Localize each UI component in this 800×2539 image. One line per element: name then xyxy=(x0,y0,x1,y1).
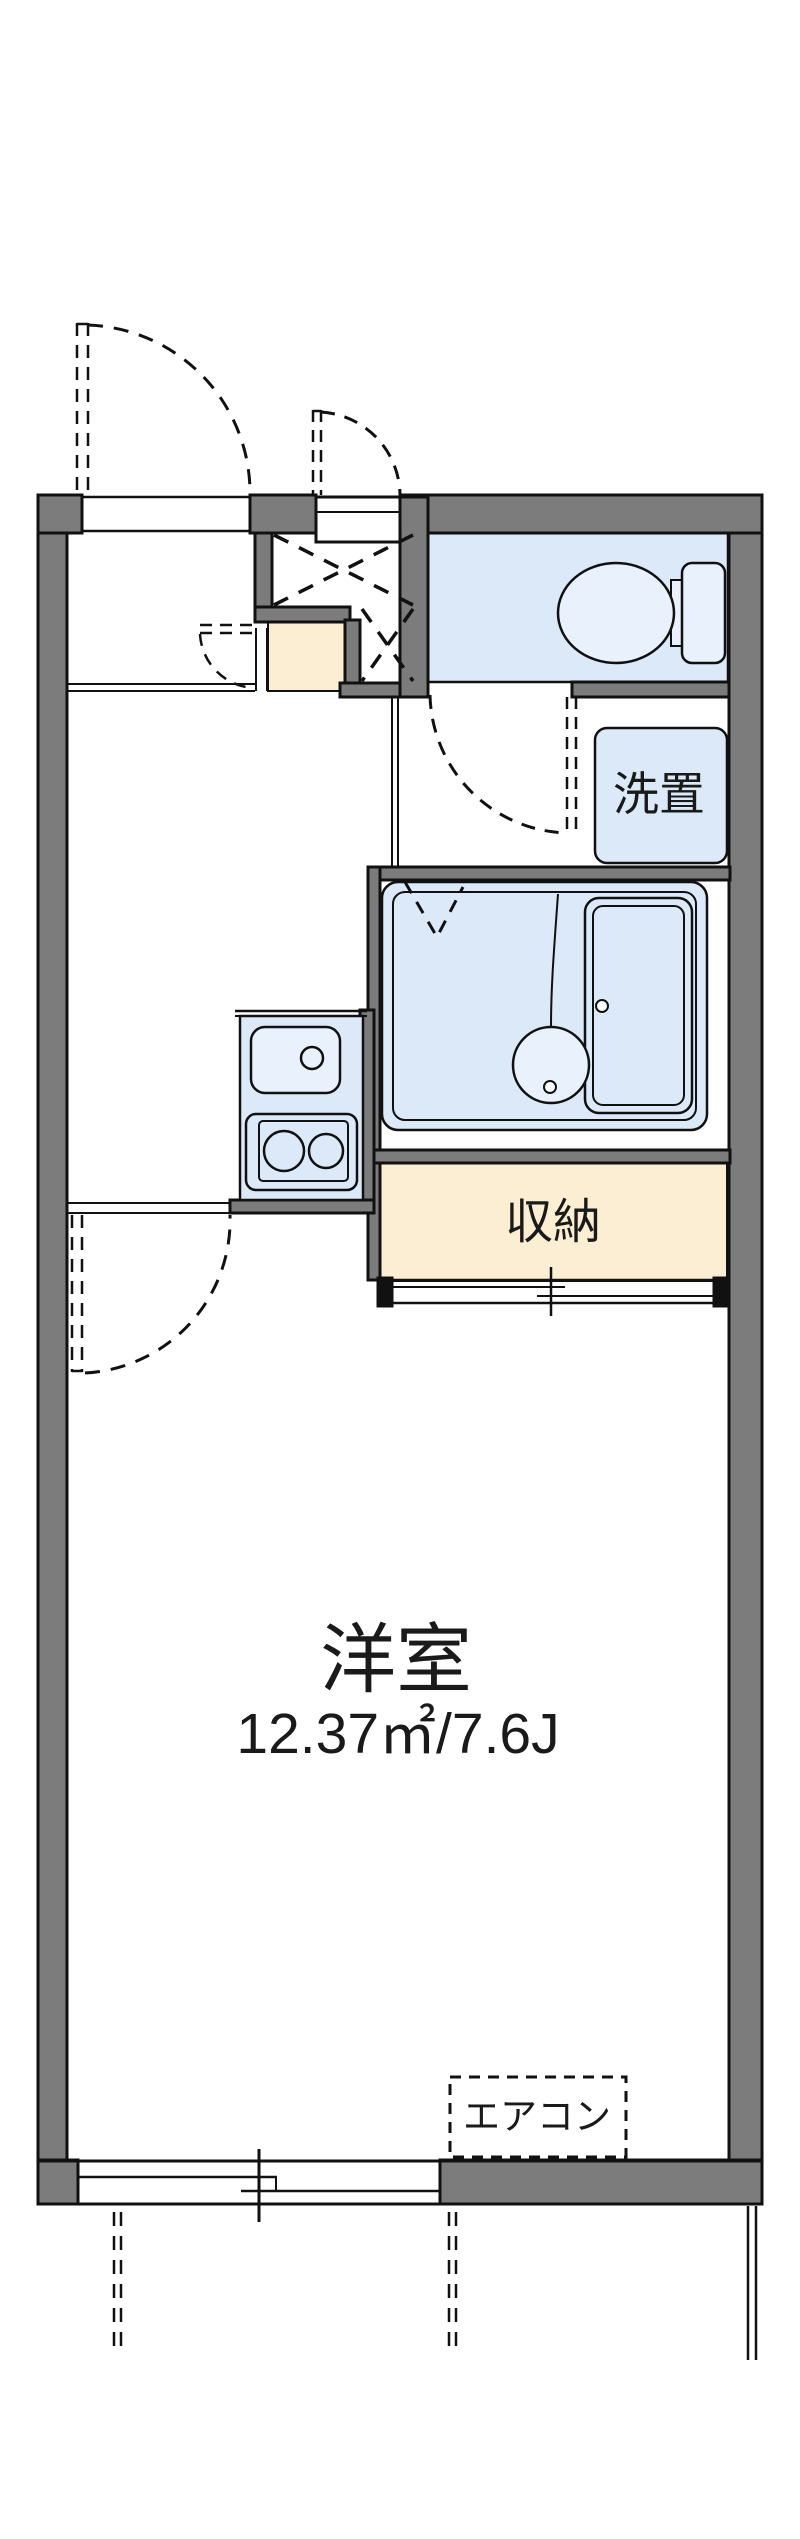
unit-bath xyxy=(380,880,709,1132)
wall-bath-top xyxy=(366,865,732,882)
wall-top-a xyxy=(36,493,84,535)
toilet-bowl xyxy=(556,561,676,665)
void-x-lower-2 xyxy=(360,607,415,683)
genkan-door xyxy=(198,623,257,690)
bathtub xyxy=(583,896,694,1115)
closet-door-cap-right xyxy=(712,1276,730,1308)
openings xyxy=(82,495,402,544)
bathtub-drain-icon xyxy=(595,999,609,1013)
wall-toilet-bottom xyxy=(570,680,731,699)
laundry-pan xyxy=(593,726,729,865)
wall-void-left xyxy=(253,531,274,611)
entry-door-arc xyxy=(87,323,252,492)
wall-void-lowerleft xyxy=(343,618,362,687)
wall-void-right xyxy=(398,495,430,699)
wall-left xyxy=(36,493,69,2206)
thin-boundaries xyxy=(67,628,399,1214)
aircon-label: エアコン xyxy=(463,2096,611,2137)
bath-unit-inner-outline xyxy=(392,891,697,1121)
void-x-upper-1 xyxy=(273,533,414,607)
wall-void-notch xyxy=(253,605,352,624)
kitchen-stove-top xyxy=(258,1120,349,1182)
void-door-sill xyxy=(314,495,402,544)
bath-basin xyxy=(511,1025,591,1105)
bathtub-inner xyxy=(592,905,685,1106)
kitchen-sink xyxy=(249,1025,342,1095)
void-x-marks xyxy=(273,533,415,683)
wall-bottom-b xyxy=(438,2158,764,2206)
stove-burner-left-icon xyxy=(262,1129,306,1173)
main-room-label: 洋室 xyxy=(320,1618,472,1703)
closet-label: 収納 xyxy=(505,1196,601,1249)
bath-partition-curve xyxy=(550,893,559,1029)
toilet-door-arc xyxy=(428,694,568,835)
wall-bath-bottom xyxy=(358,1148,732,1165)
toilet-fixture xyxy=(556,561,727,665)
toilet-door xyxy=(428,694,578,835)
entry-door xyxy=(75,322,252,493)
kitchen-unit xyxy=(235,1009,367,1202)
kitchen-faucet-icon xyxy=(299,1045,325,1071)
bath-door-fold-icon xyxy=(403,881,465,941)
main-room-area-label: 12.37㎡/7.6J xyxy=(236,1702,559,1766)
main-room-door-arc xyxy=(84,1214,232,1375)
wall-bottom-a xyxy=(36,2158,80,2206)
aircon-box xyxy=(448,2075,628,2159)
main-room-door xyxy=(70,1214,232,1375)
closet-sliding-door xyxy=(380,1267,727,1316)
stove-burner-right-icon xyxy=(307,1132,345,1170)
void-door-arc xyxy=(320,410,402,497)
closet-door-cap-left xyxy=(376,1276,394,1308)
laundry-label: 洗置 xyxy=(613,768,705,820)
labels: 洋室 12.37㎡/7.6J 収納 洗置 エアコン xyxy=(236,768,705,2137)
genkan-floor xyxy=(267,621,346,692)
void-door xyxy=(311,409,402,497)
wall-top-c xyxy=(398,493,764,535)
balcony-window xyxy=(38,2149,762,2222)
toilet-tank xyxy=(680,561,727,665)
walls xyxy=(36,493,764,2206)
wall-right xyxy=(727,493,764,2206)
void-x-upper-2 xyxy=(273,533,414,607)
void-x-lower-1 xyxy=(360,607,415,683)
genkan-door-arc xyxy=(198,633,255,690)
bath-basin-drain-icon xyxy=(543,1080,557,1094)
wall-kitchen-bottom xyxy=(228,1198,376,1215)
balcony-guides xyxy=(112,2206,758,2360)
door-swings xyxy=(70,322,578,1375)
wall-top-b xyxy=(248,493,318,535)
